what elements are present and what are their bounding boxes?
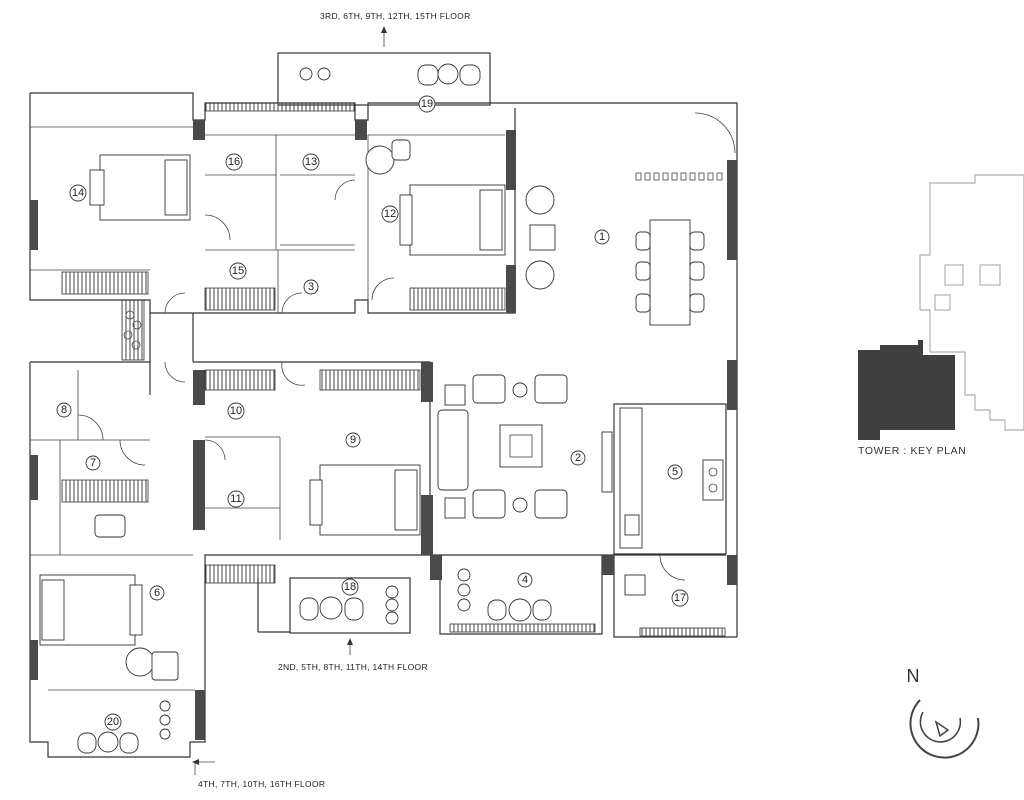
svg-text:14: 14 (72, 187, 84, 199)
floor-label-top: 3RD, 6TH, 9TH, 12TH, 15TH FLOOR (320, 11, 471, 47)
svg-text:TOWER : KEY PLAN: TOWER : KEY PLAN (858, 445, 966, 457)
room-10-label: 10 (227, 402, 245, 420)
floor-label-bottom: 4TH, 7TH, 10TH, 16TH FLOOR (192, 759, 325, 789)
room-6-label: 6 (149, 585, 165, 601)
svg-text:17: 17 (674, 592, 686, 604)
room-20-label: 20 (104, 713, 122, 731)
dining-table (635, 172, 723, 326)
walls (30, 120, 737, 740)
room-11-label: 11 (227, 490, 245, 508)
beds (39, 154, 506, 646)
key-plan: TOWER : KEY PLAN (858, 174, 1024, 457)
room-14-label: 14 (69, 184, 87, 202)
balcony-furniture (77, 63, 552, 754)
svg-text:3RD, 6TH, 9TH, 12TH, 15TH FLO: 3RD, 6TH, 9TH, 12TH, 15TH FLOOR (320, 11, 471, 21)
svg-text:4: 4 (522, 574, 528, 586)
north-compass: N (907, 666, 980, 759)
room-12-label: 12 (381, 205, 399, 223)
room-3-label: 3 (303, 279, 319, 295)
room-4-label: 4 (517, 572, 533, 588)
room-9-label: 9 (345, 432, 361, 448)
svg-text:N: N (907, 666, 920, 686)
svg-text:7: 7 (90, 457, 96, 469)
svg-text:5: 5 (672, 466, 678, 478)
room-labels: 1 2 3 4 5 6 7 8 9 10 11 12 13 14 15 16 1… (56, 95, 689, 731)
room-15-label: 15 (229, 262, 247, 280)
table-room-6 (94, 514, 179, 681)
bed-room-14 (89, 154, 191, 221)
partitions (30, 126, 615, 691)
svg-text:9: 9 (350, 434, 356, 446)
svg-text:20: 20 (107, 716, 119, 728)
svg-text:12: 12 (384, 208, 396, 220)
room-8-label: 8 (56, 402, 72, 418)
room-18-label: 18 (341, 578, 359, 596)
room-1-label: 1 (594, 229, 610, 245)
room-13-label: 13 (302, 153, 320, 171)
bed-room-12 (399, 184, 506, 256)
room-16-label: 16 (225, 153, 243, 171)
sitting-area-room-12 (365, 139, 556, 290)
svg-text:2ND, 5TH, 8TH, 11TH, 14TH FLO: 2ND, 5TH, 8TH, 11TH, 14TH FLOOR (278, 662, 428, 672)
svg-text:6: 6 (154, 587, 160, 599)
bed-room-9 (309, 464, 421, 536)
room-17-label: 17 (671, 589, 689, 607)
room-19-label: 19 (418, 95, 436, 113)
svg-text:2: 2 (575, 452, 581, 464)
room-7-label: 7 (85, 455, 101, 471)
room-5-label: 5 (667, 464, 683, 480)
svg-text:4TH, 7TH, 10TH, 16TH FLOOR: 4TH, 7TH, 10TH, 16TH FLOOR (198, 779, 325, 789)
planter (123, 310, 142, 350)
svg-text:10: 10 (230, 405, 242, 417)
living-sofa-set (437, 374, 568, 519)
svg-text:3: 3 (308, 281, 314, 293)
bed-room-6 (39, 574, 143, 646)
doors (77, 112, 736, 581)
svg-text:19: 19 (421, 98, 433, 110)
svg-text:13: 13 (305, 156, 317, 168)
wardrobes (61, 102, 726, 637)
svg-text:16: 16 (228, 156, 240, 168)
floor-label-middle: 2ND, 5TH, 8TH, 11TH, 14TH FLOOR (278, 638, 428, 672)
kitchen-counters (601, 407, 724, 596)
svg-text:8: 8 (61, 404, 67, 416)
svg-text:18: 18 (344, 581, 356, 593)
svg-text:11: 11 (230, 493, 241, 505)
room-2-label: 2 (570, 450, 586, 466)
svg-text:15: 15 (232, 265, 244, 277)
svg-text:1: 1 (599, 231, 605, 243)
